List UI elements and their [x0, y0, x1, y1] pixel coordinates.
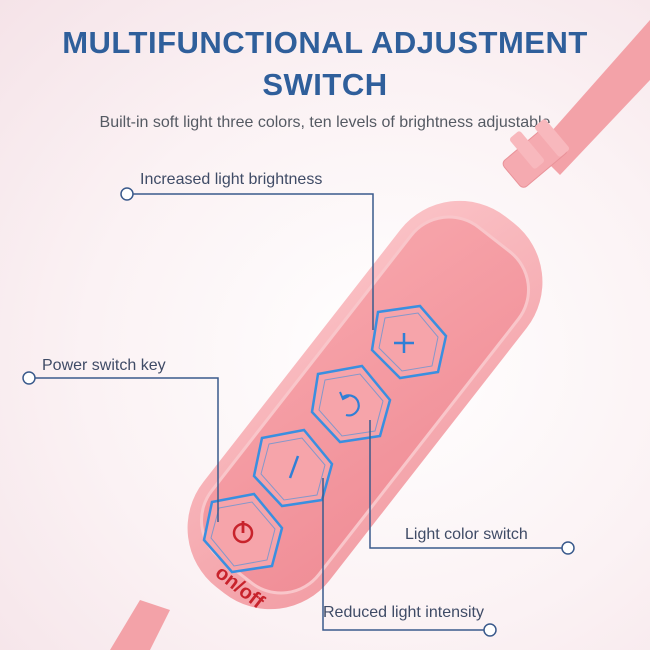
page-subtitle: Built-in soft light three colors, ten le…: [99, 114, 551, 131]
power-button[interactable]: [202, 492, 284, 574]
callout-reduce-intensity: Reduced light intensity: [323, 604, 484, 621]
callout-increase-brightness: Increased light brightness: [140, 171, 323, 188]
minus-button[interactable]: [252, 428, 334, 508]
cable-top: [502, 20, 650, 188]
page-title-line2: SWITCH: [262, 67, 388, 102]
cycle-icon: [341, 394, 360, 417]
minus-icon: [288, 455, 300, 479]
plus-button[interactable]: [370, 304, 448, 380]
cable-bottom: [110, 600, 170, 650]
callout-color-switch: Light color switch: [405, 526, 528, 543]
callout-power-switch: Power switch key: [42, 357, 166, 374]
page-title: MULTIFUNCTIONAL ADJUSTMENT: [62, 25, 588, 60]
callout-lines: [22, 187, 575, 637]
